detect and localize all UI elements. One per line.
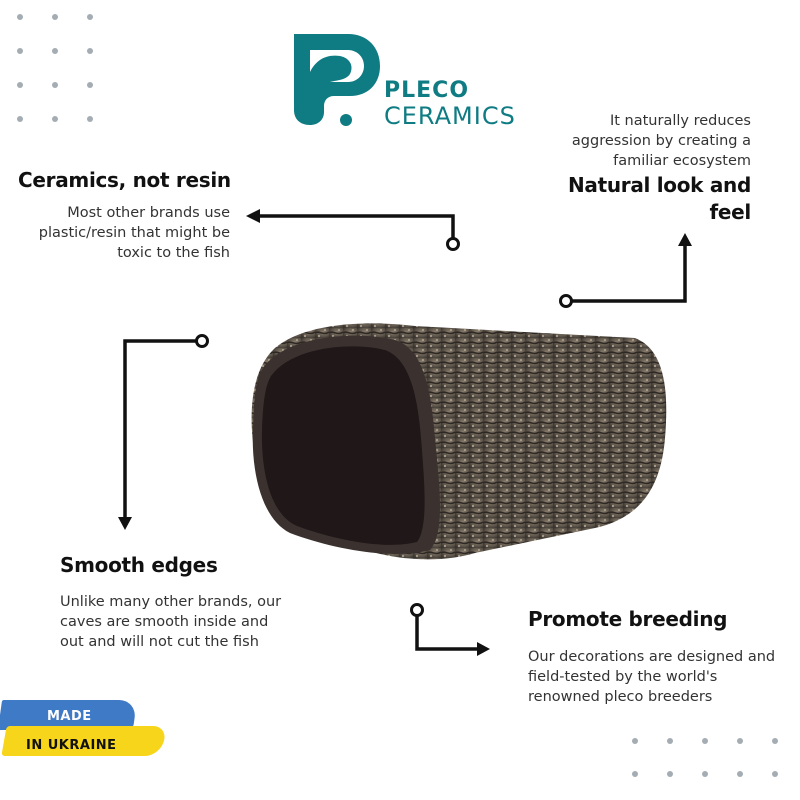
product-log-cave-image [251,323,667,560]
desc-line: out and will not cut the fish [60,634,259,650]
desc-line: toxic to the fish [117,245,230,261]
desc-line: field-tested by the world's [528,669,718,685]
desc-line: Our decorations are designed and [528,649,776,665]
node-circle-icon [559,294,573,308]
desc-line: It naturally reduces [609,113,751,129]
arrow-down-icon [118,517,132,530]
desc-line: familiar ecosystem [613,153,751,169]
feature-title-ceramics: Ceramics, not resin [18,168,231,192]
desc-line: renowned pleco breeders [528,689,713,705]
desc-line: aggression by creating a [571,133,751,149]
title-line: Natural look and [567,173,751,197]
feature-title-natural-look: Natural look and feel [540,172,751,226]
feature-title-smooth-edges: Smooth edges [60,553,218,577]
badge-line2: IN UKRAINE [26,738,117,753]
feature-desc-ceramics: Most other brands use plastic/resin that… [20,203,230,263]
made-in-ukraine-badge: MADE IN UKRAINE [0,694,175,764]
feature-desc-natural-look: It naturally reduces aggression by creat… [540,111,751,171]
decorative-dots-bottom-right [632,738,778,777]
decorative-dots-top-left [17,14,93,122]
brand-wordmark: PLECO CERAMICS [384,78,516,130]
desc-line: Unlike many other brands, our [60,594,282,610]
node-circle-icon [195,334,209,348]
desc-line: plastic/resin that might be [38,225,230,241]
brand-line2: CERAMICS [384,102,516,130]
node-circle-icon [446,237,460,251]
desc-line: caves are smooth inside and [60,614,269,630]
desc-line: Most other brands use [67,205,230,221]
arrow-up-icon [678,233,692,246]
brand-line1: PLECO [384,78,470,103]
pleco-logo-icon [294,34,380,126]
feature-title-promote-breeding: Promote breeding [528,607,728,631]
arrow-left-icon [246,209,260,223]
feature-desc-promote-breeding: Our decorations are designed and field-t… [528,647,798,707]
node-circle-icon [410,603,424,617]
feature-desc-smooth-edges: Unlike many other brands, our caves are … [60,592,310,652]
arrow-right-icon [477,642,490,656]
title-line: feel [709,200,752,224]
badge-line1: MADE [47,709,92,724]
